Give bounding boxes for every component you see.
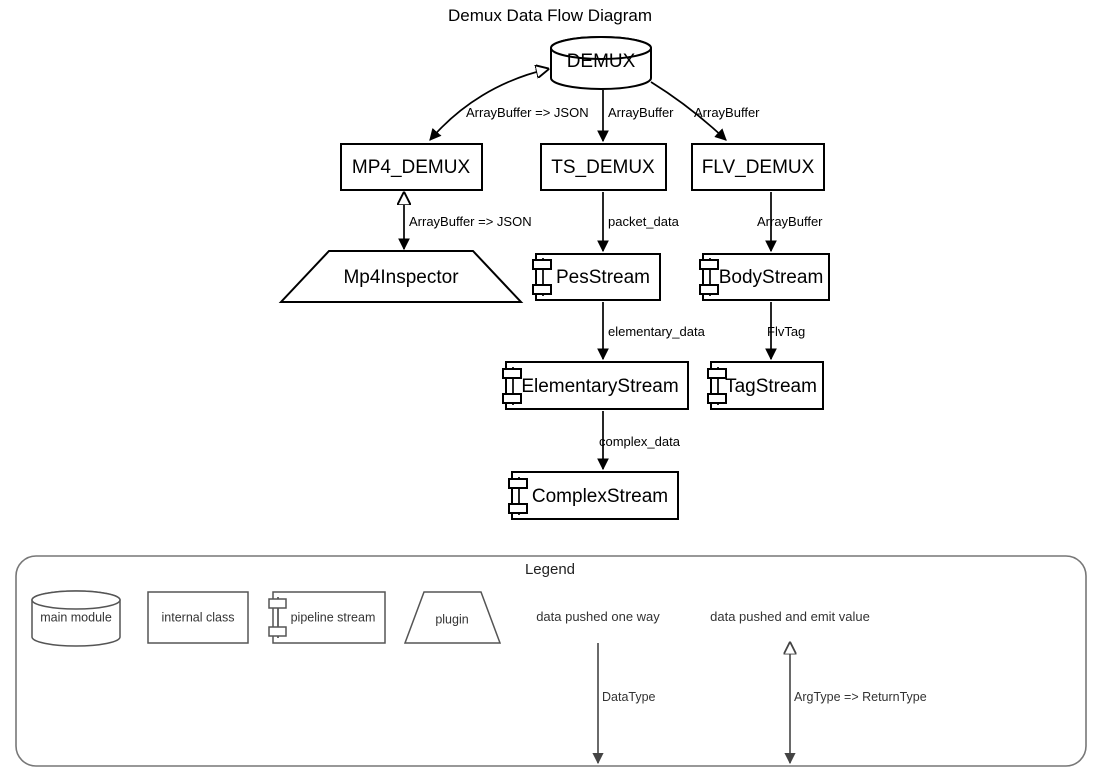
body-stream-box [702,253,830,301]
edge-body-stream-tag-stream-label: FlvTag [767,324,805,339]
node-pes-stream-label: PesStream [556,267,650,288]
ts-demux-box [540,143,667,191]
edge-demux-mp4-demux-label: ArrayBuffer => JSON [466,105,589,120]
legend-component-tab-top [268,598,287,609]
edge-demux-flv-demux[interactable]: ArrayBuffer [650,81,760,141]
legend-item-pipeline-stream: pipeline stream [268,591,386,644]
legend-label-pipeline-stream: pipeline stream [291,610,376,624]
edge-demux-ts-demux[interactable]: ArrayBuffer [597,90,674,143]
legend-item-plugin: plugin [403,591,502,644]
node-tag-stream-label: TagStream [725,376,817,397]
node-ts-demux-label: TS_DEMUX [551,157,655,178]
elementary-stream-tab-top [502,368,522,379]
node-flv-demux-label: FLV_DEMUX [702,157,815,178]
edge-demux-mp4-demux-line [430,69,548,140]
node-complex-stream[interactable]: ComplexStream [508,471,679,520]
complex-stream-tab-bottom [508,503,528,514]
cylinder-top [549,36,653,60]
legend-cylinder-top [31,590,121,610]
elementary-stream-box [505,361,689,410]
edge-demux-mp4-demux[interactable]: ArrayBuffer => JSON [430,69,589,140]
edge-demux-ts-demux-label: ArrayBuffer [608,105,674,120]
node-ts-demux[interactable]: TS_DEMUX [540,143,667,191]
pes-stream-tab-top [532,259,552,270]
node-elementary-stream-label: ElementaryStream [521,376,678,397]
tag-stream-tab-top [707,368,727,379]
legend-item-internal-class: internal class [147,591,249,644]
node-body-stream[interactable]: BodyStream [699,253,830,301]
edge-pes-stream-elementary-stream-label: elementary_data [608,324,706,339]
node-mp4-demux[interactable]: MP4_DEMUX [340,143,483,191]
node-demux-label: DEMUX [567,51,636,72]
legend: Legend main module internal class pipeli… [15,555,1087,767]
edge-elementary-stream-complex-stream[interactable]: complex_data [597,411,681,471]
edge-mp4-demux-mp4-inspector[interactable]: ArrayBuffer => JSON [404,193,532,249]
node-pes-stream[interactable]: PesStream [532,253,661,301]
mp4-demux-box [340,143,483,191]
legend-component-tab-bottom [268,626,287,637]
edge-elementary-stream-complex-stream-label: complex_data [599,434,681,449]
legend-label-argtype: ArgType => ReturnType [794,690,927,704]
node-body-stream-label: BodyStream [719,267,824,288]
pes-stream-tab-bottom [532,284,552,295]
tag-stream-box [710,361,824,410]
node-mp4-demux-label: MP4_DEMUX [352,157,471,178]
body-stream-tab-top [699,259,719,270]
pes-stream-box [535,253,661,301]
edge-demux-flv-demux-label: ArrayBuffer [694,105,760,120]
legend-item-main-module: main module [31,590,121,647]
legend-caption-one-way: data pushed one way [536,609,660,624]
body-stream-tab-bottom [699,284,719,295]
edge-demux-flv-demux-line [650,81,727,141]
legend-edge-two-way: data pushed and emit value ArgType => Re… [710,609,927,763]
legend-component-box [272,591,386,644]
complex-stream-box [511,471,679,520]
edge-flv-demux-body-stream-label: ArrayBuffer [757,214,823,229]
complex-stream-tab-top [508,478,528,489]
flv-demux-box [691,143,825,191]
legend-label-plugin: plugin [435,612,468,626]
legend-rectangle [147,591,249,644]
mp4-inspector-trapezoid [278,250,524,303]
node-mp4-inspector[interactable]: Mp4Inspector [278,250,524,303]
legend-edge-one-way: data pushed one way DataType [536,609,660,765]
edge-pes-stream-elementary-stream[interactable]: elementary_data [597,302,706,361]
node-flv-demux[interactable]: FLV_DEMUX [691,143,825,191]
legend-trapezoid [403,591,502,644]
legend-label-internal-class: internal class [162,610,235,624]
legend-label-datatype: DataType [602,690,656,704]
node-complex-stream-label: ComplexStream [532,486,668,507]
node-tag-stream[interactable]: TagStream [707,361,824,410]
edge-ts-demux-pes-stream-label: packet_data [608,214,680,229]
edge-body-stream-tag-stream[interactable]: FlvTag [765,302,805,361]
tag-stream-tab-bottom [707,393,727,404]
legend-frame [15,555,1087,767]
legend-caption-two-way: data pushed and emit value [710,609,870,624]
node-elementary-stream[interactable]: ElementaryStream [502,361,689,410]
edge-ts-demux-pes-stream[interactable]: packet_data [597,192,680,253]
page-title: Demux Data Flow Diagram [448,6,652,25]
legend-title: Legend [525,561,575,578]
edge-mp4-demux-mp4-inspector-label: ArrayBuffer => JSON [409,214,532,229]
elementary-stream-tab-bottom [502,393,522,404]
legend-label-main-module: main module [40,610,112,624]
edge-flv-demux-body-stream[interactable]: ArrayBuffer [757,192,823,253]
node-mp4-inspector-label: Mp4Inspector [343,267,459,288]
node-demux[interactable]: DEMUX [549,36,653,90]
